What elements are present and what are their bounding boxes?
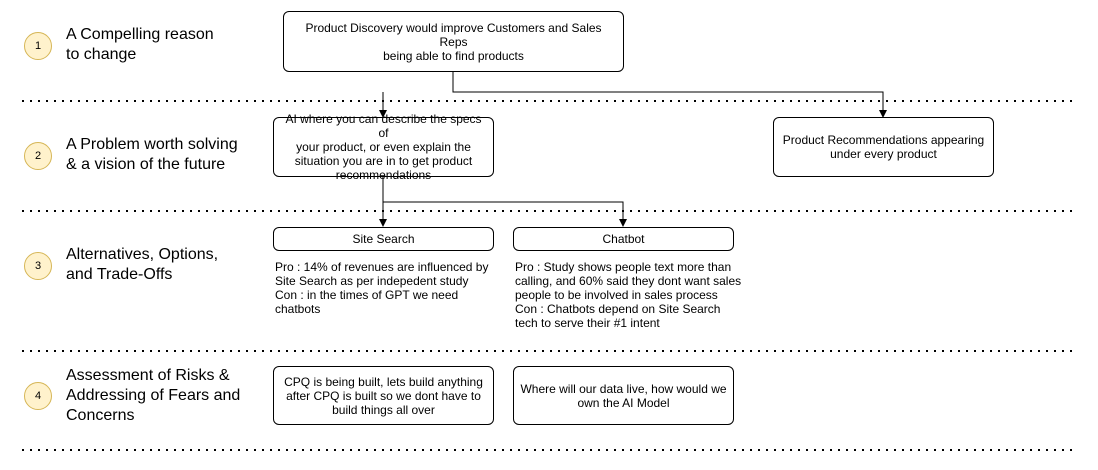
stage-title-1: A Compelling reason to change [66,26,214,63]
stage-number-badge-2: 2 [24,142,52,170]
risk-data-box[interactable]: Where will our data live, how would we o… [513,366,734,425]
reason-box[interactable]: Product Discovery would improve Customer… [283,11,624,72]
stage-number-badge-4: 4 [24,382,52,410]
chatbot-box[interactable]: Chatbot [513,227,734,251]
stage-title-2: A Problem worth solving & a vision of th… [66,136,238,173]
arrowhead-chatbot [619,219,627,227]
stage-number-badge-3: 3 [24,252,52,280]
site-search-box[interactable]: Site Search [273,227,494,251]
stage-title-3: Alternatives, Options, and Trade-Offs [66,246,219,283]
connector-reason-split [382,72,884,112]
arrowhead-ai [379,110,387,118]
connector-ai-split [382,177,624,221]
ai-describe-box[interactable]: AI where you can describe the specs of y… [273,112,494,182]
arrowhead-site-search [379,219,387,227]
recommendations-box[interactable]: Product Recommendations appearing under … [773,117,994,177]
stage-title-4: Assessment of Risks & Addressing of Fear… [66,367,241,424]
arrowhead-recommendations [879,110,887,118]
risk-cpq-box[interactable]: CPQ is being built, lets build anything … [273,366,494,425]
chatbot-pros-cons: Pro : Study shows people text more than … [515,260,742,330]
stage-number-badge-1: 1 [24,32,52,60]
site-search-pros-cons: Pro : 14% of revenues are influenced by … [275,260,489,316]
